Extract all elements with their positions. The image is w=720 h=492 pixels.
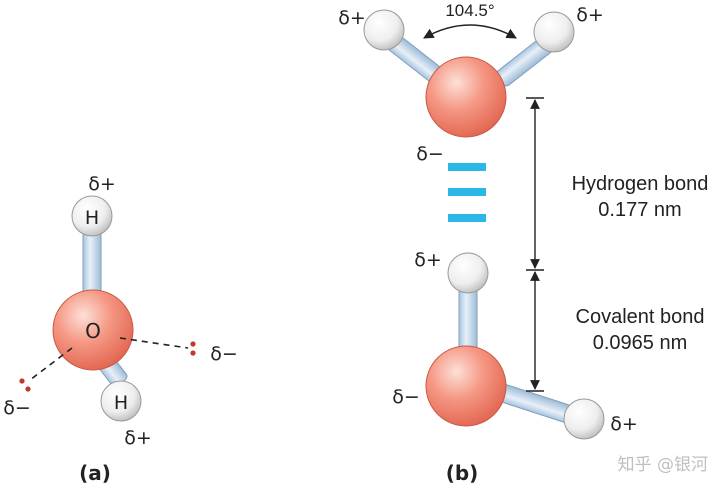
hydrogen-atom-b-top-right [533,11,575,53]
charge-b-bottom-h-right: δ+ [610,413,638,435]
hydrogen-atom-b-bottom-right [563,398,605,440]
hydrogen-atom-a-bottom [100,380,142,422]
bond-angle-label: 104.5° [445,1,494,20]
panel-a: O H H δ+ δ− δ− δ+ (a) [3,173,238,485]
hydrogen-bond-label: Hydrogen bond [572,173,709,195]
hydrogen-bond-length: 0.177 nm [598,199,681,221]
hydrogen-atom-b-bottom-top [447,252,489,294]
charge-b-top-o: δ− [416,143,444,165]
hydrogen-symbol-a-top: H [85,207,99,229]
charge-b-bottom-o: δ− [392,386,420,408]
bond-length-dimension [526,97,544,392]
charge-a-lone-left: δ− [3,397,31,419]
oxygen-atom-b-top [425,56,507,138]
panel-b: 104.5° δ+ δ+ δ− δ+ δ− δ+ [338,1,708,485]
panel-label-b: (b) [446,461,479,485]
watermark: 知乎 @银河 [618,455,708,475]
lone-pair-dots-right [190,341,196,356]
charge-a-h-top: δ+ [88,173,116,195]
oxygen-atom-b-bottom [425,345,507,427]
oxygen-symbol-a: O [85,319,101,343]
charge-b-top-h-right: δ+ [576,4,604,26]
lone-pair-dots-left [19,378,31,392]
charge-b-top-h-left: δ+ [338,7,366,29]
hydrogen-bond-dashes [448,163,486,222]
covalent-bond-label: Covalent bond [576,306,705,328]
covalent-bond-length: 0.0965 nm [593,332,688,354]
charge-a-lone-right: δ− [210,343,238,365]
hydrogen-atom-a-top [71,195,113,237]
hydrogen-symbol-a-bottom: H [114,392,128,414]
hydrogen-atom-b-top-left [363,9,405,51]
charge-b-bottom-h-top: δ+ [414,249,442,271]
oxygen-atom-a [52,289,134,371]
lone-pair-line-right [119,337,189,349]
panel-label-a: (a) [79,461,111,485]
lone-pair-line-left [29,347,73,381]
bond-angle-arc [423,24,517,39]
charge-a-h-bottom: δ+ [124,427,152,449]
